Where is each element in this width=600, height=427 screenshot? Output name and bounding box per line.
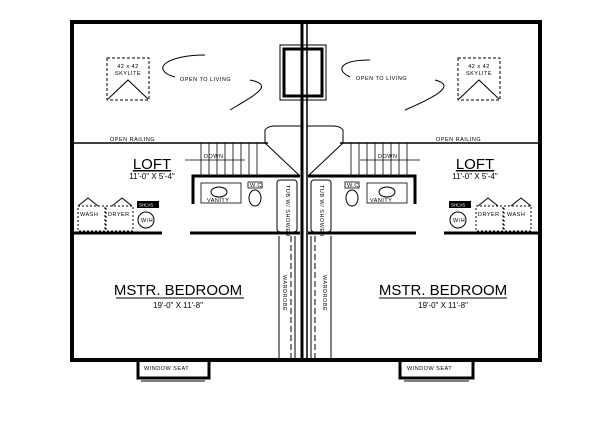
- shelves-label: SHLVS: [451, 203, 465, 208]
- window-seat-label: WINDOW SEAT: [144, 366, 189, 372]
- bath-right: VANITY W.C. TUB W/ SHOWER: [308, 174, 417, 237]
- loft-title: LOFT: [133, 156, 171, 173]
- stair-label: DOWN: [378, 154, 397, 160]
- arrow-icon: [404, 79, 445, 111]
- laundry-left: WASH DRYER SHLVS W/H: [77, 197, 159, 232]
- exterior-wall: [70, 20, 542, 362]
- wardrobe-right: WARDROBE: [310, 236, 332, 358]
- wc-label: W.C.: [250, 183, 264, 189]
- skylight-label: SKYLITE: [115, 71, 141, 77]
- window-seat-label: WINDOW SEAT: [407, 366, 452, 372]
- dryer-label: DRYER: [478, 212, 500, 218]
- stairs-right: DOWN: [307, 125, 420, 177]
- wardrobe-label: WARDROBE: [321, 275, 327, 311]
- washer-label: WASH: [507, 212, 525, 218]
- bedroom-title: MSTR. BEDROOM: [114, 282, 242, 299]
- wc-label: W.C.: [347, 183, 361, 189]
- arrow-icon: [162, 54, 206, 78]
- tub-label: TUB W/ SHOWER: [284, 185, 290, 237]
- wardrobe-left: WARDROBE: [278, 236, 296, 358]
- chimney-inner: [282, 47, 324, 98]
- tub-label: TUB W/ SHOWER: [318, 185, 324, 237]
- vanity-label: VANITY: [370, 198, 392, 204]
- skylight-left: 42 x 42 SKYLITE: [106, 57, 150, 101]
- open-railing-label: OPEN RAILING: [436, 137, 481, 143]
- loft-dimensions: 11'-0" X 5'-4": [129, 172, 175, 181]
- window-seat-right: WINDOW SEAT: [398, 360, 475, 382]
- bath-left: VANITY W.C. TUB W/ SHOWER: [191, 174, 300, 237]
- skylight-right: 42 x 42 SKYLITE: [457, 57, 501, 101]
- water-heater-label: W/H: [141, 218, 153, 224]
- open-railing-label: OPEN RAILING: [110, 137, 155, 143]
- bedroom-title: MSTR. BEDROOM: [379, 282, 507, 299]
- open-to-living-label: OPEN TO LIVING: [180, 77, 231, 83]
- bedroom-dimensions: 19'-0" X 11'-8": [153, 301, 203, 310]
- washer-label: WASH: [80, 212, 98, 218]
- stair-label: DOWN: [204, 154, 223, 160]
- skylight-label: SKYLITE: [466, 71, 492, 77]
- bedroom-dimensions: 19'-0" X 11'-8": [418, 301, 468, 310]
- loft-dimensions: 11'-0" X 5'-4": [452, 172, 498, 181]
- dryer-label: DRYER: [108, 212, 130, 218]
- vanity-label: VANITY: [207, 198, 229, 204]
- loft-title: LOFT: [456, 156, 494, 173]
- chimney: [279, 44, 327, 101]
- skylight-size: 42 x 42: [468, 64, 490, 70]
- water-heater-label: W/H: [453, 218, 465, 224]
- laundry-right: DRYER WASH SHLVS W/H: [449, 197, 532, 232]
- window-seat-left: WINDOW SEAT: [136, 360, 211, 382]
- wardrobe-label: WARDROBE: [281, 275, 287, 311]
- open-to-living-label: OPEN TO LIVING: [356, 76, 407, 82]
- stairs-left: DOWN: [185, 125, 302, 177]
- arrow-icon: [229, 79, 262, 111]
- arrow-icon: [341, 59, 371, 78]
- skylight-size: 42 x 42: [117, 64, 139, 70]
- shelves-label: SHLVS: [139, 203, 153, 208]
